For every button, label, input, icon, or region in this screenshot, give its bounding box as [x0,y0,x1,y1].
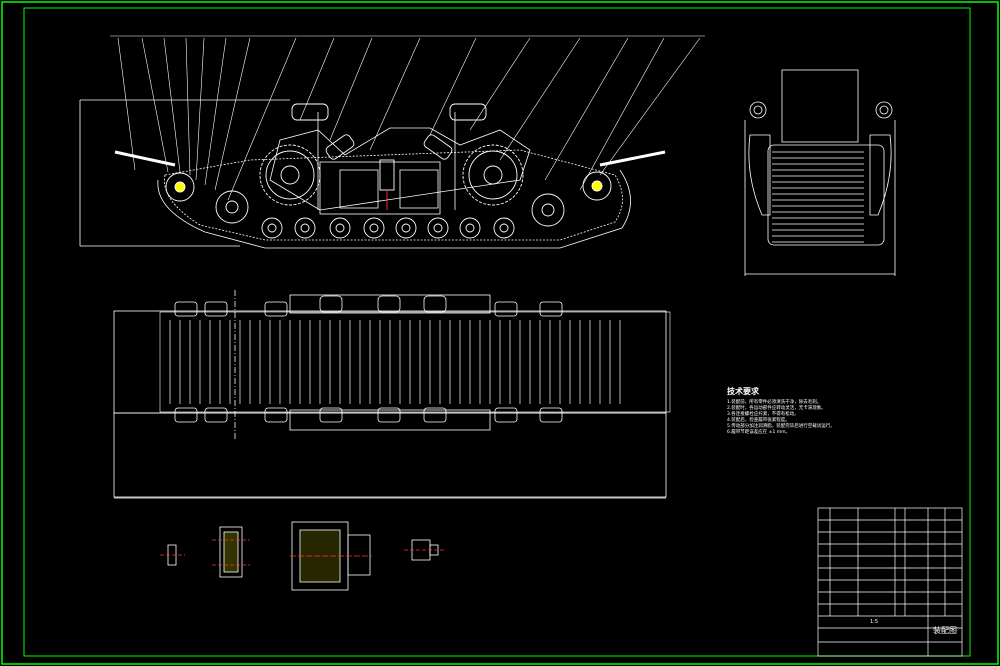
title-block-drawing-name: 装配图 [933,626,957,635]
end-view-track-hatching [772,151,864,243]
side-view [79,35,705,249]
plan-view [113,290,671,499]
notes-title: 技术要求 [727,387,759,396]
gear-icon [259,144,524,206]
note-line-4: 4.装配后，检查履带张紧程度。 [727,418,790,423]
motor-icon [291,103,487,210]
note-line-3: 3.各连接螺栓应拧紧，不得有松动。 [727,412,799,417]
end-view [744,69,896,276]
inner-drawing-frame [23,7,971,657]
title-block [817,507,963,657]
note-line-6: 6.履带节距误差应在 ±1 mm。 [727,430,791,435]
note-line-5: 5.传动部分加注润滑脂，装配完毕后进行空载试运行。 [727,424,835,429]
plan-view-track-shoes [169,320,621,404]
plan-view-wheel-housings [174,295,563,423]
part-leader-lines [110,35,705,201]
title-block-scale: 1:5 [870,619,879,625]
detail-section-d [404,539,444,561]
technical-requirements-notes: 技术要求 1.装配前，所有零件必须清洗干净，除去毛刺。 2.装配时，各运动部件应… [727,386,977,436]
detail-section-c [290,521,372,591]
detail-section-b [212,526,250,578]
wheel-icon [165,171,612,239]
note-line-2: 2.装配时，各运动部件应转动灵活，无卡滞现象。 [727,406,826,411]
detail-section-a [160,544,185,566]
note-line-1: 1.装配前，所有零件必须清洗干净，除去毛刺。 [727,400,822,405]
